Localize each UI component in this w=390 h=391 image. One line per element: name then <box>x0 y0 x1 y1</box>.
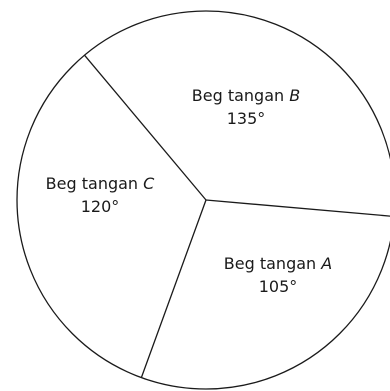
slice-name-label: Beg tangan B <box>192 86 300 105</box>
slice-boundaries <box>84 54 390 378</box>
slice-angle-label: 120° <box>81 197 120 216</box>
slice-boundary-line <box>84 54 207 201</box>
slice-name-label: Beg tangan A <box>224 254 332 273</box>
slice-angle-label: 135° <box>227 109 266 128</box>
pie-outline <box>16 10 390 390</box>
slice-boundary-line <box>140 199 207 378</box>
slice-labels: Beg tangan A 105° Beg tangan B 135° Beg tang… <box>46 86 333 296</box>
slice-angle-label: 105° <box>259 277 298 296</box>
slice-boundary-line <box>205 199 390 217</box>
slice-name-label: Beg tangan C <box>46 174 155 193</box>
